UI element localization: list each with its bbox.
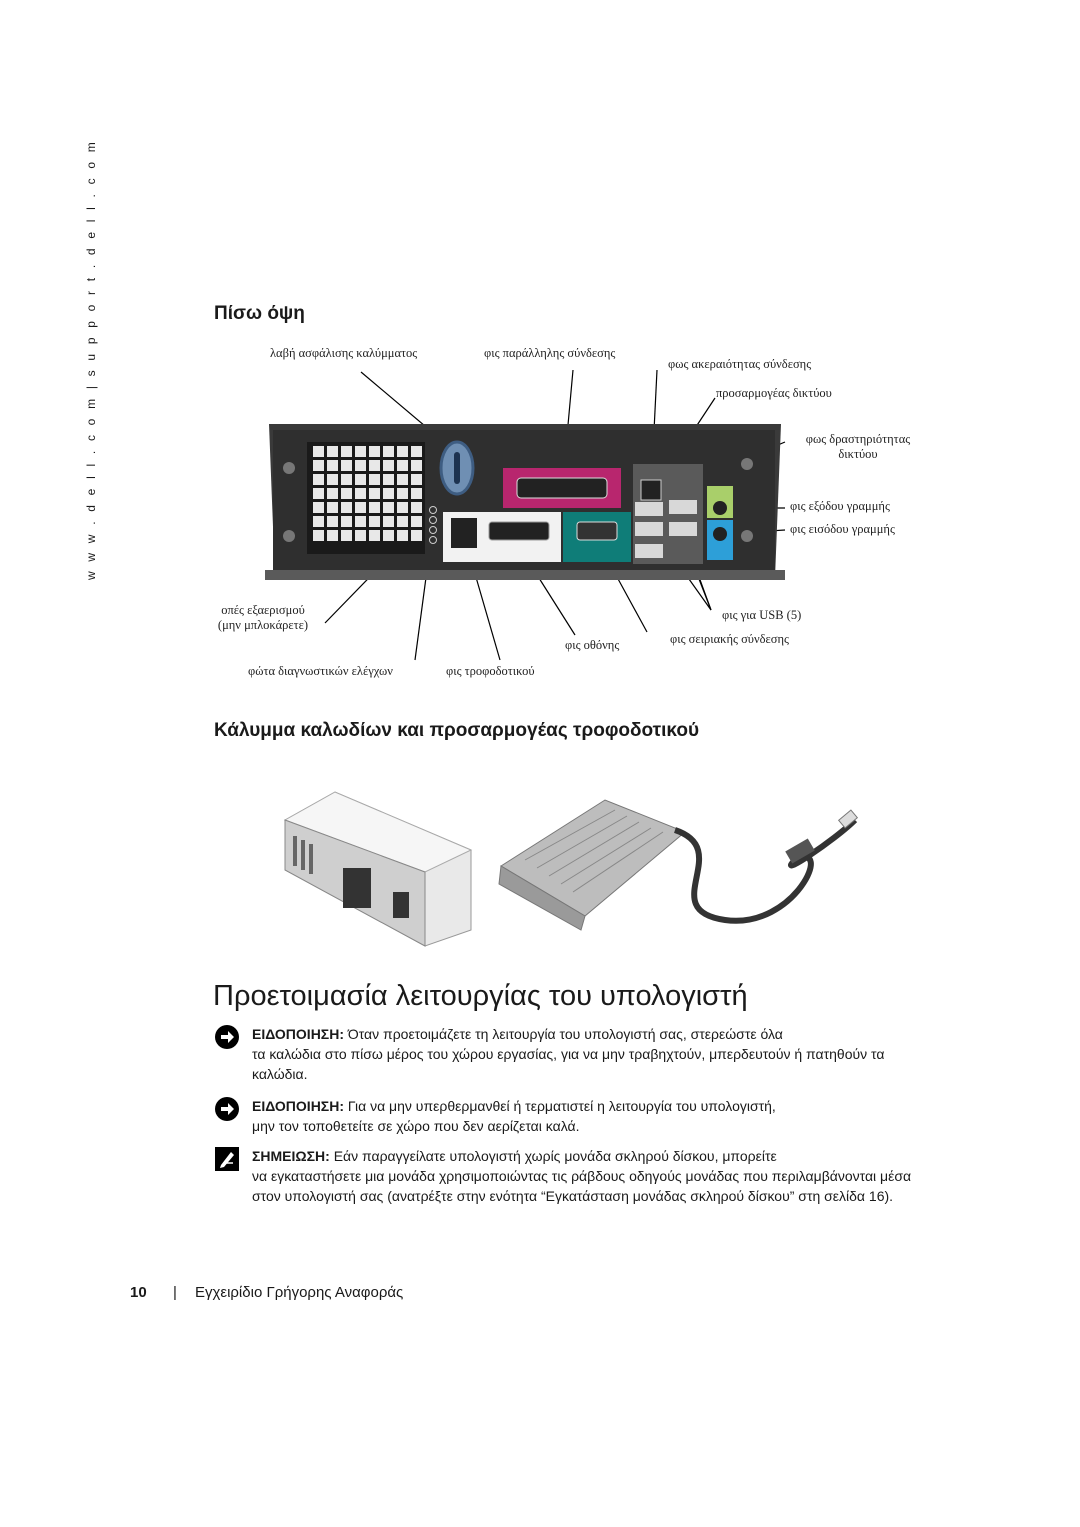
label-activity-light-line1: φως δραστηριότητας bbox=[805, 432, 911, 446]
sidebar-url: w w w . d e l l . c o m | s u p p o r t … bbox=[84, 139, 98, 580]
notice-2-first: Για να μην υπερθερμανθεί ή τερματιστεί η… bbox=[347, 1098, 776, 1114]
back-view-heading: Πίσω όψη bbox=[214, 303, 305, 324]
label-link-integrity-light: φως ακεραιότητας σύνδεσης bbox=[668, 357, 812, 371]
label-diagnostic-lights: φώτα διαγνωστικών ελέγχων bbox=[248, 664, 393, 678]
label-usb: φις για USB (5) bbox=[722, 608, 802, 622]
label-power-connector: φις τροφοδοτικού bbox=[446, 664, 535, 678]
label-activity-light-line2: δικτύου bbox=[838, 447, 878, 461]
label-activity-light: φως δραστηριότητας δικτύου bbox=[796, 432, 920, 462]
notice-icon bbox=[215, 1097, 239, 1121]
footer-title: Εγχειρίδιο Γρήγορης Αναφοράς bbox=[195, 1284, 404, 1301]
notice-2-rest: μην τον τοποθετείτε σε χώρο που δεν αερί… bbox=[252, 1118, 580, 1134]
notice-1-first: Όταν προετοιμάζετε τη λειτουργία του υπο… bbox=[347, 1026, 783, 1042]
label-monitor-connector: φις οθόνης bbox=[565, 638, 620, 652]
back-panel-figure bbox=[265, 369, 786, 661]
note-1-rest: να εγκαταστήσετε μια μονάδα χρησιμοποιών… bbox=[252, 1168, 912, 1204]
cable-cover-adapter-figure bbox=[283, 791, 859, 947]
footer-separator: | bbox=[173, 1284, 177, 1301]
label-serial-connector: φις σειριακής σύνδεσης bbox=[670, 632, 790, 646]
notice-2: ΕΙΔΟΠΟΙΗΣΗ: Για να μην υπερθερμανθεί ή τ… bbox=[214, 1096, 934, 1136]
label-line-out: φις εξόδου γραμμής bbox=[790, 499, 890, 513]
label-vents-line2: (μην μπλοκάρετε) bbox=[217, 618, 309, 632]
label-cover-latch: λαβή ασφάλισης καλύμματος bbox=[270, 346, 418, 360]
note-1-lead: ΣΗΜΕΙΩΣΗ: bbox=[252, 1148, 330, 1164]
note-1-first: Εάν παραγγείλατε υπολογιστή χωρίς μονάδα… bbox=[333, 1148, 777, 1164]
notice-icon bbox=[215, 1025, 239, 1049]
label-network-adapter: προσαρμογέας δικτύου bbox=[716, 386, 832, 400]
setup-heading: Προετοιμασία λειτουργίας του υπολογιστή bbox=[213, 980, 748, 1012]
label-vents-line1: οπές εξαερισμού bbox=[221, 603, 305, 617]
notice-1: ΕΙΔΟΠΟΙΗΣΗ: Όταν προετοιμάζετε τη λειτου… bbox=[214, 1024, 934, 1084]
note-icon bbox=[215, 1147, 239, 1171]
label-parallel-connector: φις παράλληλης σύνδεσης bbox=[484, 346, 616, 360]
label-line-in: φις εισόδου γραμμής bbox=[790, 522, 895, 536]
page-number: 10 bbox=[130, 1284, 147, 1301]
note-1: ΣΗΜΕΙΩΣΗ: Εάν παραγγείλατε υπολογιστή χω… bbox=[214, 1146, 934, 1206]
cable-cover-heading: Κάλυμμα καλωδίων και προσαρμογέας τροφοδ… bbox=[214, 720, 700, 741]
label-vents: οπές εξαερισμού (μην μπλοκάρετε) bbox=[208, 603, 318, 633]
notice-1-lead: ΕΙΔΟΠΟΙΗΣΗ: bbox=[252, 1026, 344, 1042]
notice-2-lead: ΕΙΔΟΠΟΙΗΣΗ: bbox=[252, 1098, 344, 1114]
notice-1-rest: τα καλώδια στο πίσω μέρος του χώρου εργα… bbox=[252, 1046, 885, 1082]
